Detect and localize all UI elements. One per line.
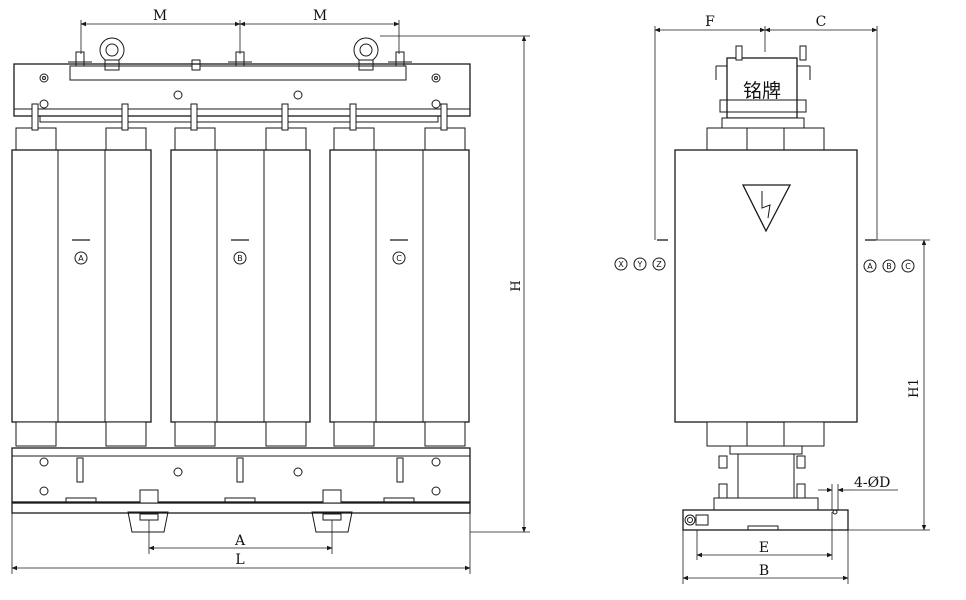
coil-b: B: [170, 149, 311, 423]
dim-e: E: [696, 512, 833, 560]
dim-label-e: E: [759, 540, 769, 556]
base-rail: [11, 502, 471, 514]
lv-terminal-x: X: [618, 260, 624, 269]
dim-label-h: H: [509, 280, 524, 291]
bottom-clamp-holes: [39, 457, 441, 496]
dim-m: M M: [80, 8, 400, 54]
dim-h1: H1: [848, 239, 930, 531]
dim-label-holes: 4-ØD: [854, 475, 890, 491]
hv-terminal-c: C: [905, 262, 911, 271]
top-clamp: [13, 63, 471, 117]
nameplate-box: 铭牌: [715, 57, 811, 129]
front-view: A B C: [11, 8, 530, 574]
side-bottom-block-right: [783, 421, 825, 447]
lightning-warning-icon: [741, 184, 792, 233]
dim-h: H: [380, 35, 530, 533]
hv-terminal-b: B: [886, 262, 892, 271]
coil-c: C: [329, 149, 470, 423]
nameplate-label: 铭牌: [743, 80, 781, 102]
grounding-icon: [684, 514, 696, 526]
top-terminals: [31, 103, 448, 131]
dim-label-c: C: [816, 14, 827, 30]
lv-terminals: X Y Z: [614, 257, 666, 271]
side-top-block-left: [706, 127, 748, 151]
dim-label-l: L: [235, 552, 244, 568]
dim-b: B: [682, 530, 849, 584]
dim-l: L: [11, 513, 471, 574]
dim-label-m2: M: [313, 8, 327, 24]
phase-label-c: C: [396, 254, 402, 263]
dim-f-c: F C: [654, 14, 878, 240]
dim-label-a: A: [234, 533, 246, 549]
side-view: 铭牌 X Y Z A B C: [614, 14, 930, 584]
lifting-plate: [69, 65, 407, 81]
top-clamp-holes: [39, 73, 441, 109]
lifting-eye-right: [353, 37, 379, 71]
phase-label-b: B: [237, 254, 243, 263]
dim-label-f: F: [705, 14, 715, 30]
dim-label-m1: M: [153, 8, 167, 24]
side-clamp: [713, 445, 819, 511]
dim-label-b: B: [759, 563, 769, 579]
lv-terminal-z: Z: [656, 260, 662, 269]
coil-bottom-blocks: [15, 421, 466, 447]
side-coil: [674, 149, 858, 423]
phase-label-a: A: [78, 254, 84, 263]
side-top-block-right: [783, 127, 825, 151]
plate-bolts: [68, 51, 412, 71]
hv-terminals: A B C: [863, 259, 915, 273]
dim-a: A: [148, 520, 333, 554]
coil-top-blocks: [15, 127, 466, 151]
hv-terminal-a: A: [867, 262, 873, 271]
lifting-eye-left: [99, 37, 125, 71]
dim-label-h1: H1: [907, 378, 922, 398]
dim-holes: 4-ØD: [818, 475, 898, 510]
wheels: [127, 489, 353, 533]
bottom-clamp: [11, 447, 471, 503]
coil-a: A: [11, 149, 152, 423]
lv-terminal-y: Y: [637, 260, 643, 269]
side-bottom-block-left: [706, 421, 748, 447]
